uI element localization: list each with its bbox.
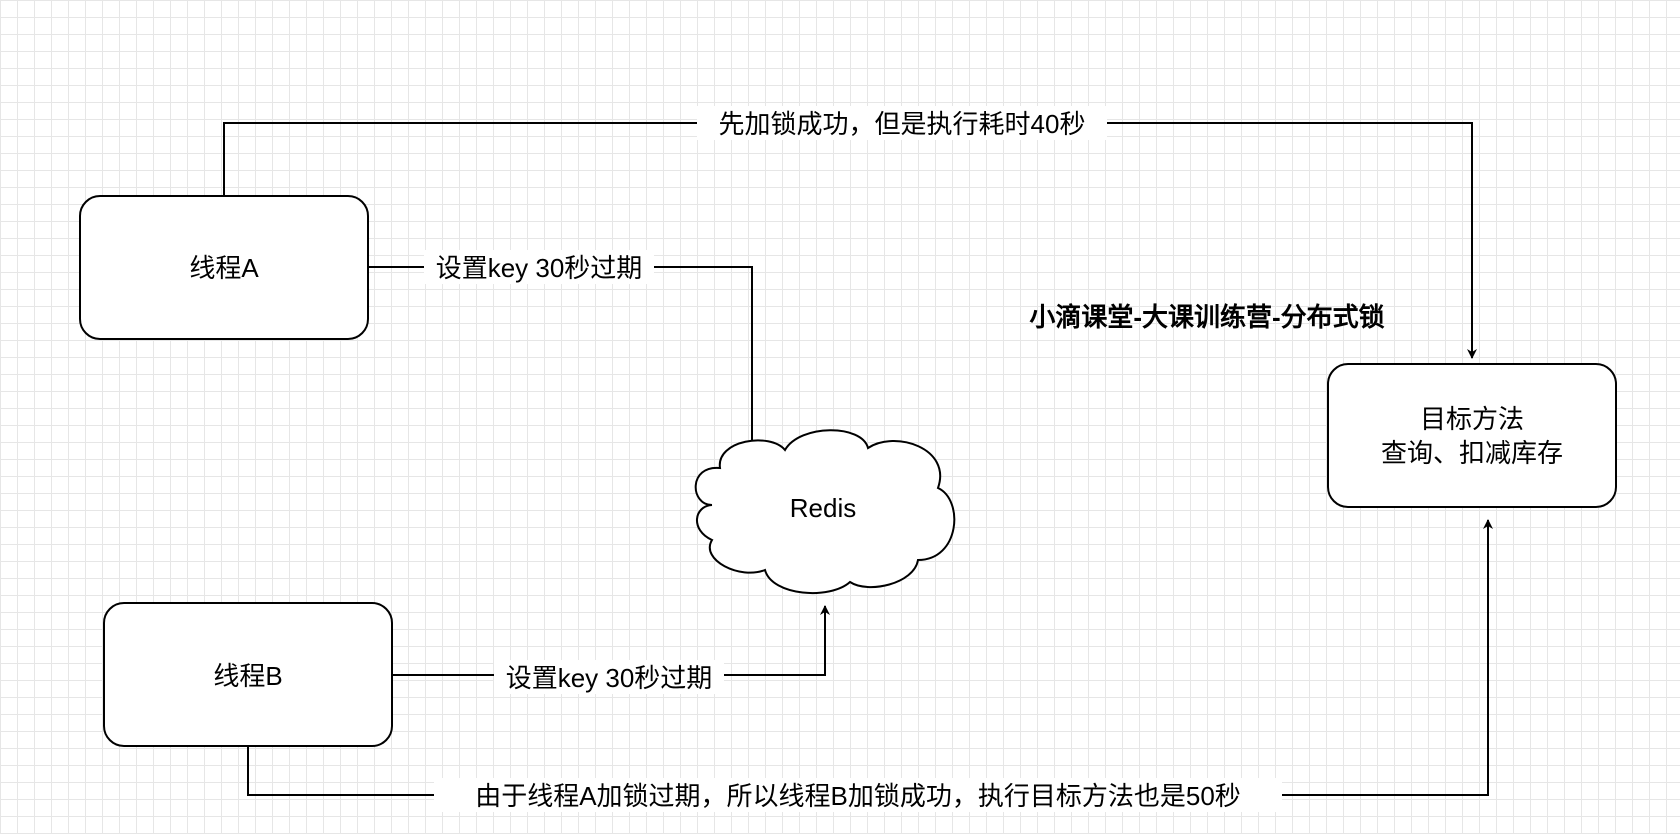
edge-a-to-target[interactable]: 先加锁成功，但是执行耗时40秒 bbox=[223, 106, 1477, 359]
node-redis-cloud[interactable]: Redis bbox=[694, 429, 956, 594]
edge-label-bg bbox=[697, 106, 1107, 140]
diagram-title: 小滴课堂-大课训练营-分布式锁 bbox=[1029, 302, 1384, 332]
node-label-thread-b: 线程B bbox=[213, 661, 282, 691]
edge-label-a-to-target: 先加锁成功，但是执行耗时40秒 bbox=[719, 109, 1086, 139]
node-label-target-line1: 目标方法 bbox=[1420, 404, 1524, 434]
edge-b-to-redis[interactable]: 设置key 30秒过期 bbox=[393, 605, 830, 694]
edge-a-to-redis[interactable]: 设置key 30秒过期 bbox=[369, 250, 757, 457]
node-thread-b[interactable]: 线程B bbox=[103, 602, 393, 747]
edge-b-to-target[interactable]: 由于线程A加锁过期，所以线程B加锁成功，执行目标方法也是50秒 bbox=[247, 519, 1493, 812]
node-target-method[interactable]: 目标方法 查询、扣减库存 bbox=[1327, 363, 1617, 508]
node-label-target-line2: 查询、扣减库存 bbox=[1381, 438, 1563, 468]
edge-label-a-to-redis: 设置key 30秒过期 bbox=[436, 253, 643, 283]
edge-label-bg bbox=[494, 660, 724, 694]
node-label-redis: Redis bbox=[790, 493, 856, 523]
edge-label-b-to-target: 由于线程A加锁过期，所以线程B加锁成功，执行目标方法也是50秒 bbox=[475, 781, 1241, 811]
edge-label-b-to-redis: 设置key 30秒过期 bbox=[506, 663, 713, 693]
edge-label-bg bbox=[424, 250, 654, 284]
node-thread-a[interactable]: 线程A bbox=[79, 195, 369, 340]
node-label-thread-a: 线程A bbox=[189, 253, 259, 283]
edge-label-bg bbox=[434, 778, 1282, 812]
